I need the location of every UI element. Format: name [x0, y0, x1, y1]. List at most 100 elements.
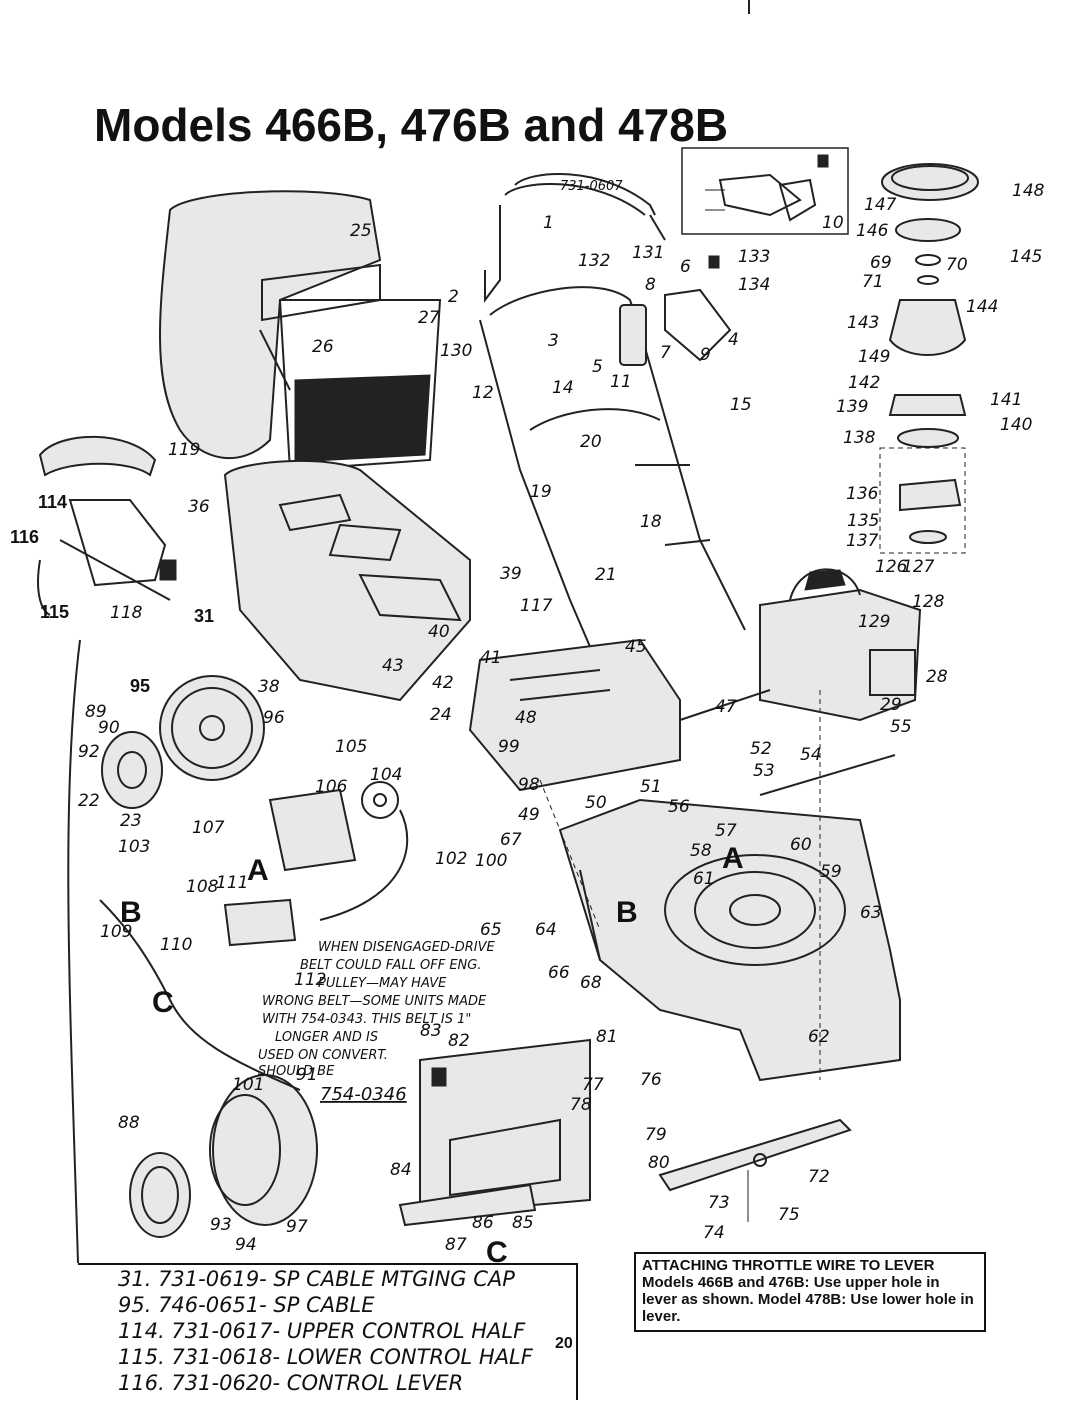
- control-kit-parts: [705, 154, 829, 222]
- handwritten-parts-list: 31. 731-0619- SP CABLE MTGING CAP 95. 74…: [78, 1263, 578, 1400]
- callout-22: 22: [78, 791, 100, 811]
- note-line: PULLEY—MAY HAVE: [318, 976, 447, 991]
- note-line: USED ON CONVERT.: [258, 1048, 388, 1063]
- parts-list-line: 114. 731-0617- UPPER CONTROL HALF: [118, 1319, 526, 1343]
- callout-29: 29: [880, 695, 902, 715]
- callout-117: 117: [520, 596, 553, 616]
- callout-85: 85: [512, 1213, 534, 1233]
- note-line: WITH 754-0343. THIS BELT IS 1": [262, 1012, 471, 1027]
- callout-119: 119: [168, 440, 200, 460]
- callout-118: 118: [110, 603, 143, 623]
- callout-80: 80: [648, 1153, 670, 1173]
- callout-36: 36: [188, 497, 210, 517]
- callout-112: 112: [294, 970, 326, 990]
- callout-107: 107: [192, 818, 225, 838]
- callout-101: 101: [232, 1075, 264, 1095]
- callout-57: 57: [715, 821, 737, 841]
- drive-cable: [99, 899, 301, 1091]
- callout-28: 28: [926, 667, 948, 687]
- callout-129: 129: [858, 612, 890, 632]
- throttle-cable-curve: [67, 639, 81, 1264]
- callout-43: 43: [382, 656, 404, 676]
- callout-8: 8: [645, 275, 656, 295]
- callout-59: 59: [820, 862, 842, 882]
- callout-25: 25: [350, 221, 372, 241]
- callout-144: 144: [966, 297, 998, 317]
- page-edge-mark: [748, 0, 750, 14]
- callout-52: 52: [750, 739, 772, 759]
- callout-54: 54: [800, 745, 822, 765]
- callout-60: 60: [790, 835, 812, 855]
- callout-133: 133: [738, 247, 770, 267]
- note-line: WRONG BELT—SOME UNITS MADE: [262, 994, 487, 1009]
- callout-88: 88: [118, 1113, 140, 1133]
- mower-blade: [658, 1118, 852, 1222]
- callout-48: 48: [515, 708, 537, 728]
- callout-110: 110: [160, 935, 192, 955]
- callout-128: 128: [912, 592, 945, 612]
- callout-126: 126: [875, 557, 908, 577]
- upper-handle: [484, 173, 666, 303]
- callout-11: 11: [610, 372, 632, 392]
- callout-92: 92: [78, 742, 100, 762]
- front-wheel-assembly: [101, 675, 265, 809]
- callout-68: 68: [580, 973, 602, 993]
- callout-9: 9: [700, 345, 711, 365]
- note-part-number: 754-0346: [320, 1084, 407, 1105]
- callout-111: 111: [216, 873, 248, 893]
- callout-130: 130: [440, 341, 472, 361]
- callout-53: 53: [753, 761, 775, 781]
- grass-bag: [159, 190, 442, 472]
- control-bracket: [619, 255, 732, 366]
- parts-list-line: 31. 731-0619- SP CABLE MTGING CAP: [118, 1267, 515, 1291]
- callout-66: 66: [548, 963, 570, 983]
- callout-51: 51: [640, 777, 662, 797]
- callout-2: 2: [448, 287, 459, 307]
- callout-87: 87: [445, 1235, 467, 1255]
- callout-134: 134: [738, 275, 770, 295]
- callout-78: 78: [570, 1095, 592, 1115]
- callout-89: 89: [85, 702, 107, 722]
- instruction-body: Models 466B and 476B: Use upper hole in …: [642, 1274, 974, 1325]
- callout-149: 149: [858, 347, 890, 367]
- section-letter-c: C: [486, 1236, 508, 1269]
- callout-55: 55: [890, 717, 912, 737]
- control-lever-assembly: [37, 435, 177, 616]
- callout-50: 50: [585, 793, 607, 813]
- callout-127: 127: [902, 557, 935, 577]
- callout-81: 81: [596, 1027, 618, 1047]
- callout-65: 65: [480, 920, 502, 940]
- callout-93: 93: [210, 1215, 232, 1235]
- callout-141: 141: [990, 390, 1022, 410]
- callout-71: 71: [862, 272, 884, 292]
- callout-58: 58: [690, 841, 712, 861]
- callout-86: 86: [472, 1213, 494, 1233]
- callout-148: 148: [1012, 181, 1045, 201]
- callout-4: 4: [728, 330, 739, 350]
- cable-rod: [759, 754, 896, 796]
- callout-23: 23: [120, 811, 142, 831]
- callout-41: 41: [480, 648, 502, 668]
- note-line: SHOULD BE: [258, 1064, 335, 1079]
- callout-74: 74: [703, 1223, 725, 1243]
- callout-38: 38: [258, 677, 280, 697]
- callout-139: 139: [836, 397, 868, 417]
- callout-108: 108: [186, 877, 219, 897]
- engine: [759, 568, 922, 722]
- section-letter-b: B: [616, 896, 638, 929]
- callout-138: 138: [843, 428, 876, 448]
- callout-114: 114: [38, 492, 67, 512]
- callout-72: 72: [808, 1167, 830, 1187]
- callout-56: 56: [668, 797, 690, 817]
- page-title: Models 466B, 476B and 478B: [94, 99, 729, 151]
- callout-20: 20: [580, 432, 602, 452]
- throttle-instruction-box: ATTACHING THROTTLE WIRE TO LEVER Models …: [634, 1252, 986, 1332]
- callout-77: 77: [582, 1075, 604, 1095]
- callout-14: 14: [552, 378, 574, 398]
- callout-97: 97: [286, 1217, 308, 1237]
- callout-145: 145: [1010, 247, 1042, 267]
- callout-7: 7: [660, 343, 671, 363]
- callout-132: 132: [578, 251, 610, 271]
